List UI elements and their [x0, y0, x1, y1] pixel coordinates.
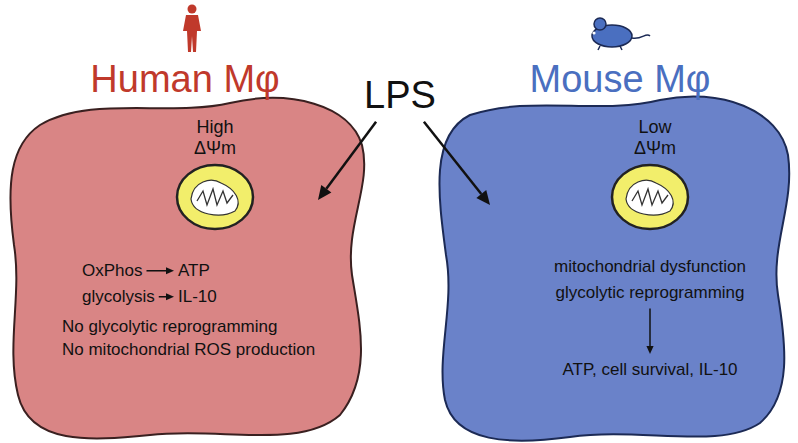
- process-label: mitochondrial dysfunction: [554, 257, 746, 277]
- membrane-potential: High ΔΨm: [185, 117, 245, 158]
- pathway-label: OxPhos: [82, 261, 142, 281]
- process-label: glycolytic reprogramming: [556, 283, 745, 303]
- mitochondrion: [177, 165, 253, 229]
- cell-outline: [400, 55, 798, 443]
- note-text: No mitochondrial ROS production: [62, 340, 315, 360]
- membrane-potential: Low ΔΨm: [625, 117, 685, 158]
- arrow: [424, 122, 490, 205]
- arrow: [146, 267, 174, 274]
- pathway-label: glycolysis: [82, 287, 155, 307]
- cell-outline: [0, 55, 400, 443]
- arrow: [318, 122, 376, 200]
- macrophage-cell: Human Mφ High ΔΨmOxPhos ATP glycolysis IL-10…: [0, 55, 400, 443]
- arrow: [646, 309, 653, 354]
- outcome-label: ATP, cell survival, IL-10: [562, 360, 737, 380]
- product-label: ATP: [178, 261, 210, 281]
- note-text: No glycolytic reprogramming: [62, 317, 277, 337]
- node-title: Human Mφ: [90, 58, 279, 102]
- stimulus-label: LPS: [364, 74, 436, 118]
- inner-arrows: [0, 55, 400, 443]
- product-label: IL-10: [178, 287, 217, 307]
- human-icon: [183, 5, 201, 53]
- inner-arrows: [400, 55, 798, 443]
- mitochondrion: [612, 165, 688, 229]
- arrow: [159, 293, 174, 300]
- macrophage-cell: Mouse Mφ Low ΔΨm mitochondrial dysfunction…: [400, 55, 798, 443]
- node-title: Mouse Mφ: [530, 58, 711, 102]
- mouse-icon: [592, 18, 650, 50]
